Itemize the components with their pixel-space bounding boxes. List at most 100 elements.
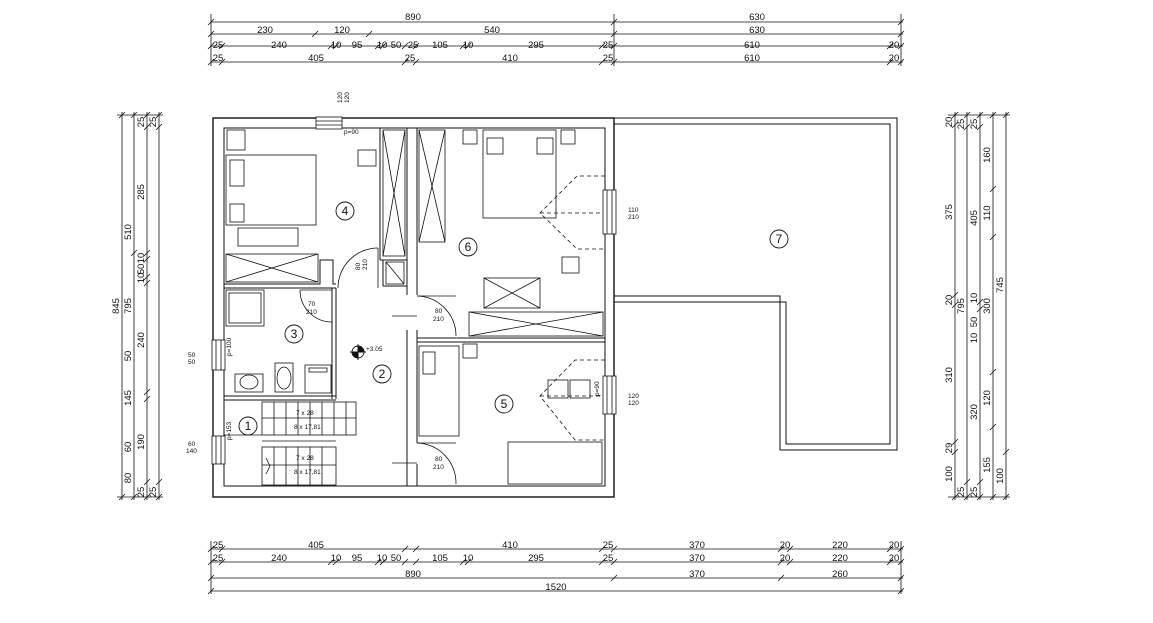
dim-left-c4-1: 25 (148, 117, 159, 128)
dim-top-r4-1: 405 (308, 53, 324, 64)
dim-right-c3-2: 50 (969, 317, 980, 328)
stair-window-w: 60 (188, 441, 196, 448)
dim-right-c2-4: 25 (956, 487, 967, 498)
dim-bot-r1-2: 410 (502, 540, 518, 551)
room-1: 1 (238, 416, 258, 436)
dim-left-c3-2: 50 (136, 264, 147, 275)
dim-bot-r2-9: 25 (603, 553, 614, 564)
dim-right-c4-2: 300 (982, 298, 993, 314)
room5-door-h: 210 (433, 464, 444, 471)
dim-bot-r4-0: 1520 (545, 582, 566, 593)
dim-top-r4-2: 25 (405, 53, 416, 64)
dim-bot-r1-4: 370 (689, 540, 705, 551)
dim-top-r3-1: 240 (271, 40, 287, 51)
bottom-dimensions (207, 541, 905, 595)
door-room5 (416, 442, 457, 485)
room4-door-h: 210 (362, 259, 369, 270)
room5-door-w: 80 (435, 456, 443, 463)
dim-right-c2-3: 320 (969, 404, 980, 420)
room3-sill: p=100 (226, 337, 233, 356)
room-6: 6 (458, 237, 478, 257)
room4-door-w: 80 (355, 262, 362, 270)
door-room6 (416, 295, 457, 337)
dim-bot-r1-3: 25 (603, 540, 614, 551)
dim-top-r3-10: 25 (603, 40, 614, 51)
elevation-marker (350, 344, 366, 360)
dim-right-c2-1: 405 (969, 210, 980, 226)
dim-bot-r3-0: 890 (405, 569, 421, 580)
dim-top-r2-0: 230 (257, 25, 273, 36)
interior-walls (224, 128, 605, 486)
room6-furniture (418, 129, 605, 337)
stair-sill: p=153 (226, 421, 233, 440)
dim-bot-r2-11: 20 (780, 553, 791, 564)
dim-right-c5-1: 100 (995, 468, 1006, 484)
exterior-walls (212, 117, 615, 498)
room6-window-h: 210 (628, 214, 639, 221)
stairs (224, 401, 357, 486)
dim-top-r3-6: 25 (408, 40, 419, 51)
svg-text:5: 5 (501, 397, 508, 411)
left-dimensions (117, 111, 163, 501)
dim-bot-r1-6: 220 (832, 540, 848, 551)
dim-left-c4-2: 25 (136, 487, 147, 498)
dim-left-c3-4: 240 (136, 332, 147, 348)
stairs-upper-1: 7 x 28 (296, 410, 314, 417)
dim-bot-r2-1: 240 (271, 553, 287, 564)
room6-door-h: 210 (433, 316, 444, 323)
window-room4-top (315, 116, 343, 130)
opening-annotations: 120 120 p=90 80 210 70 210 50 50 p=100 8… (186, 92, 639, 476)
dim-bot-r2-7: 10 (463, 553, 474, 564)
svg-text:6: 6 (465, 240, 472, 254)
dim-bot-r2-8: 295 (528, 553, 544, 564)
room6-window-w: 110 (628, 207, 639, 214)
dim-top-r3-9: 295 (528, 40, 544, 51)
dim-right-c1-0: 20 (944, 117, 955, 128)
window-stairs (211, 435, 226, 465)
dim-right-c2-0: 25 (956, 119, 967, 130)
dim-left-c2-1: 795 (123, 298, 134, 314)
dim-right-c3-3: 10 (969, 333, 980, 344)
top-dimensions (207, 14, 905, 66)
top-dimension-labels: 890 630 230 120 540 630 25 240 10 95 10 … (213, 12, 900, 64)
svg-text:3: 3 (291, 327, 298, 341)
dim-bot-r3-2: 260 (832, 569, 848, 580)
door-room4 (337, 247, 379, 289)
dim-right-c4-4: 155 (982, 457, 993, 473)
dim-right-c1-2: 20 (944, 295, 955, 306)
room3-furniture (225, 289, 333, 394)
dim-right-c3-4: 25 (969, 487, 980, 498)
room6-door-w: 80 (435, 308, 443, 315)
room4-furniture (225, 129, 406, 285)
room5-sill: p=90 (594, 381, 601, 396)
dim-right-c5-0: 745 (995, 277, 1006, 293)
dim-bot-r2-3: 95 (352, 553, 363, 564)
dim-bot-r2-6: 105 (432, 553, 448, 564)
dim-bot-r2-4: 10 (377, 553, 388, 564)
dim-top-r4-0: 25 (213, 53, 224, 64)
dim-bot-r1-1: 405 (308, 540, 324, 551)
dim-top-r3-11: 610 (744, 40, 760, 51)
window-room6 (602, 189, 617, 235)
dim-top-r3-3: 95 (352, 40, 363, 51)
room-5: 5 (494, 394, 514, 414)
dim-top-r4-6: 20 (889, 53, 900, 64)
room4-window-bottom: 120 (344, 92, 351, 103)
room5-furniture (418, 343, 605, 485)
dim-right-c1-5: 100 (944, 466, 955, 482)
svg-text:4: 4 (342, 204, 349, 218)
stairs-upper-2: 8 x 17,81 (294, 424, 321, 431)
dim-left-c4-3: 25 (148, 487, 159, 498)
dim-left-c3-0: 285 (136, 184, 147, 200)
right-dimension-labels: 20 375 20 310 29 100 25 405 795 320 25 2… (944, 117, 1006, 498)
room-3: 3 (284, 324, 304, 344)
dim-top-r4-4: 25 (603, 53, 614, 64)
dim-left-c3-7: 190 (136, 434, 147, 450)
room4-sill: p=90 (344, 129, 359, 136)
right-dimensions (948, 111, 1010, 501)
dim-top-r2-1: 120 (334, 25, 350, 36)
dim-top-r3-12: 20 (889, 40, 900, 51)
dim-top-r3-4: 10 (377, 40, 388, 51)
room3-door-h: 210 (306, 309, 317, 316)
dim-top-r1-0: 890 (405, 12, 421, 23)
